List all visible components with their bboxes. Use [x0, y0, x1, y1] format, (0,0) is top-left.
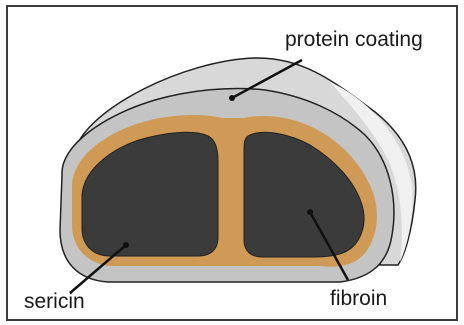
label-sericin: sericin — [24, 291, 85, 312]
label-fibroin: fibroin — [330, 288, 387, 309]
pointer-dot-protein-coating — [229, 95, 235, 101]
pointer-dot-sericin — [123, 242, 129, 248]
label-protein-coating: protein coating — [285, 29, 423, 50]
pointer-dot-fibroin — [307, 209, 313, 215]
